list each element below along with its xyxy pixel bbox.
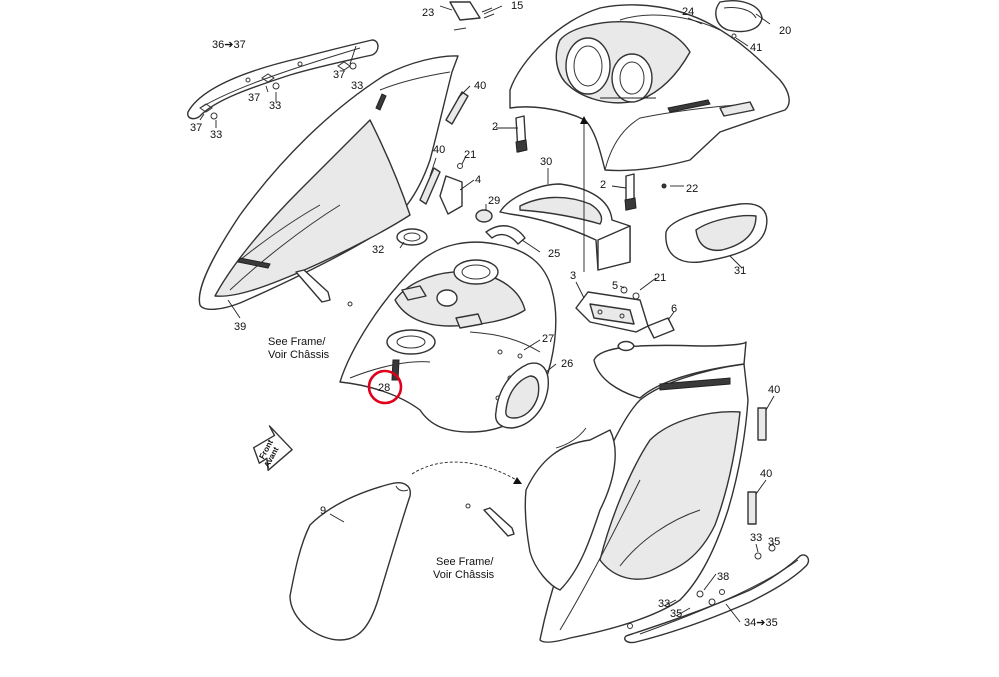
part-24-mirror (715, 0, 763, 33)
label-24: 24 (682, 6, 694, 18)
label-3: 3 (570, 270, 576, 282)
label-38: 38 (717, 571, 729, 583)
part-tank-cover (339, 241, 557, 433)
label-33d: 33 (750, 532, 762, 544)
see-frame-note-left-line1: See Frame/ (268, 336, 326, 348)
frame-bolt-left (295, 269, 353, 307)
label-22: 22 (686, 183, 698, 195)
highlight-circle-28 (367, 369, 403, 405)
part-39-left-panel (198, 55, 459, 310)
part-32-grommet (396, 228, 428, 246)
part-4-bracket (439, 175, 463, 215)
part-25-clip (485, 225, 526, 245)
part-40-strip-a (445, 91, 469, 125)
label-40c: 40 (768, 384, 780, 396)
label-35a: 35 (768, 536, 780, 548)
label-36-37: 36➔37 (212, 39, 246, 51)
part-22-screw (661, 183, 667, 189)
label-2b: 2 (600, 179, 606, 191)
label-15: 15 (511, 0, 523, 12)
part-15-hardware (481, 7, 495, 19)
label-2a: 2 (492, 121, 498, 133)
hardware-33-35-bottom (627, 544, 776, 629)
label-37c: 37 (190, 122, 202, 134)
label-33b: 33 (269, 100, 281, 112)
assembly-arrow-38 (555, 427, 587, 449)
part-40-strip-c (757, 407, 767, 441)
part-26-vent (494, 362, 549, 429)
part-36-rail (187, 39, 379, 120)
label-20: 20 (779, 25, 791, 37)
part-31-cover (665, 203, 768, 263)
label-26: 26 (561, 358, 573, 370)
label-4: 4 (475, 174, 481, 186)
part-9-panel (289, 482, 411, 641)
label-40d: 40 (760, 468, 772, 480)
label-6: 6 (671, 303, 677, 315)
label-27: 27 (542, 333, 554, 345)
label-23: 23 (422, 7, 434, 19)
label-34-35: 34➔35 (744, 617, 778, 629)
part-23-bracket (449, 1, 481, 31)
label-9: 9 (320, 505, 326, 517)
front-direction-arrow: Front Avant (252, 425, 293, 472)
label-39: 39 (234, 321, 246, 333)
hardware-37-33-top (199, 61, 357, 120)
label-32: 32 (372, 244, 384, 256)
see-frame-note-bottom-line2: Voir Châssis (433, 569, 495, 581)
label-5: 5 (612, 280, 618, 292)
part-38-right-panel (539, 340, 749, 643)
part-6-plate (647, 317, 675, 339)
part-2-latch-b (624, 173, 637, 211)
assembly-arrow-curve (411, 461, 522, 484)
part-21-screw-a (457, 163, 463, 169)
label-28: 28 (378, 382, 390, 394)
label-33c: 33 (210, 129, 222, 141)
label-21b: 21 (654, 272, 666, 284)
part-40-strip-d (747, 491, 757, 525)
part-5-21-hardware (620, 286, 640, 300)
frame-bolt-bottom (465, 503, 515, 537)
part-40-strip-b (419, 167, 441, 205)
label-30: 30 (540, 156, 552, 168)
label-37a: 37 (333, 69, 345, 81)
label-35b: 35 (670, 608, 682, 620)
label-37b: 37 (248, 92, 260, 104)
part-2-latch-a (515, 115, 528, 153)
label-40b: 40 (433, 144, 445, 156)
label-41: 41 (750, 42, 762, 54)
part-30-console (499, 183, 631, 271)
assembly-arrow-up (580, 116, 588, 272)
label-33a: 33 (351, 80, 363, 92)
part-29-cap (475, 209, 493, 223)
see-frame-note-left-line2: Voir Châssis (268, 349, 330, 361)
part-number-labels: 23 15 24 20 41 36➔37 37 33 37 33 37 33 4… (190, 0, 791, 629)
part-34-rail (624, 554, 810, 644)
part-tank-body (524, 429, 616, 591)
label-40a: 40 (474, 80, 486, 92)
label-21a: 21 (464, 149, 476, 161)
part-41-hardware (731, 33, 737, 39)
label-33e: 33 (658, 598, 670, 610)
leader-lines (199, 5, 775, 623)
label-29: 29 (488, 195, 500, 207)
part-upper-fairing (509, 4, 790, 172)
label-25: 25 (548, 248, 560, 260)
see-frame-note-bottom-line1: See Frame/ (436, 556, 494, 568)
label-31: 31 (734, 265, 746, 277)
part-3-bracket (575, 291, 649, 333)
